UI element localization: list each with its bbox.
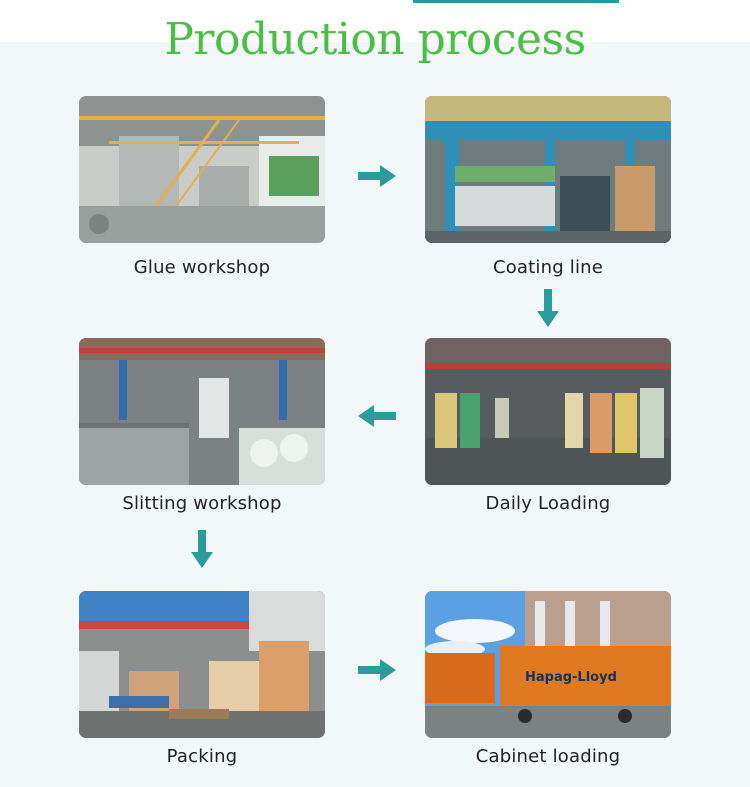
- step-label-slitting-workshop: Slitting workshop: [122, 493, 282, 514]
- coating-line-photo: [425, 96, 671, 243]
- step-label-cabinet-loading: Cabinet loading: [475, 746, 621, 767]
- page-title: Production process: [164, 14, 586, 65]
- step-label-packing: Packing: [166, 746, 238, 767]
- arrow-right-icon: [358, 165, 396, 187]
- header-band: [0, 0, 750, 42]
- glue-workshop-photo: [79, 96, 325, 243]
- daily-loading-photo: [425, 338, 671, 485]
- step-label-glue-workshop: Glue workshop: [133, 257, 271, 278]
- cabinet-loading-photo: Hapag-Lloyd: [425, 591, 671, 738]
- step-label-daily-loading: Daily Loading: [485, 493, 611, 514]
- arrow-down-icon: [191, 530, 213, 568]
- arrow-down-icon: [537, 289, 559, 327]
- header-accent-line: [413, 0, 619, 3]
- arrow-right-icon: [358, 659, 396, 681]
- slitting-workshop-photo: [79, 338, 325, 485]
- step-label-coating-line: Coating line: [492, 257, 604, 278]
- packing-photo: [79, 591, 325, 738]
- container-brand-text: Hapag-Lloyd: [525, 670, 617, 685]
- arrow-left-icon: [358, 405, 396, 427]
